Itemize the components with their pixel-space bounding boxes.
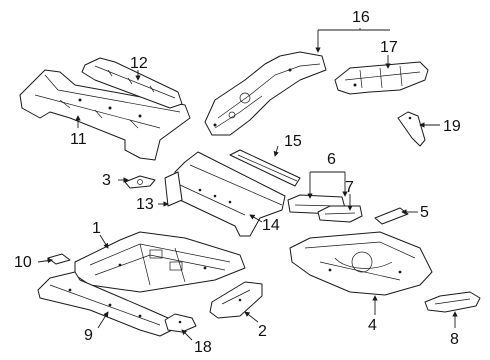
part-11-cross-member	[19, 69, 191, 161]
callout-14: 14	[262, 217, 280, 234]
part-5-bracket	[374, 207, 409, 225]
part-12-upper-panel	[81, 57, 183, 109]
part-10-patch	[47, 253, 71, 265]
callout-9: 9	[84, 327, 93, 344]
part-2-floor-section	[209, 281, 263, 319]
callout-1: 1	[92, 220, 101, 237]
callout-12: 12	[130, 55, 148, 72]
part-8-rear-panel	[424, 291, 481, 313]
callout-5: 5	[420, 204, 429, 221]
part-17-side-member-extension	[334, 61, 429, 95]
part-4-rear-floor	[289, 231, 433, 296]
callout-2: 2	[258, 323, 267, 340]
callout-16: 16	[352, 9, 370, 26]
callout-15: 15	[284, 133, 302, 150]
callout-4: 4	[368, 317, 377, 334]
part-1-floor-pan	[74, 231, 246, 293]
part-16-side-member	[204, 51, 327, 136]
callout-7: 7	[345, 179, 354, 196]
callout-19: 19	[443, 118, 461, 135]
callout-10: 10	[14, 254, 32, 271]
part-3-clip	[124, 175, 156, 189]
callout-18: 18	[194, 339, 212, 356]
callout-11: 11	[70, 131, 87, 148]
part-19-bracket	[397, 111, 426, 147]
part-15-reinforcement	[229, 149, 301, 187]
callout-3: 3	[102, 172, 111, 189]
part-18-bracket	[164, 313, 197, 333]
leader-lines	[37, 28, 458, 341]
callout-8: 8	[450, 331, 459, 348]
callout-13: 13	[136, 196, 154, 213]
callout-labels: 16 17 12 11 19 15 3 13 14 6 7 5 1 10 2 4…	[14, 9, 461, 356]
part-13-bracket	[164, 171, 183, 207]
callout-6: 6	[327, 151, 336, 168]
callout-17: 17	[380, 39, 398, 56]
part-7-small-pan	[317, 205, 363, 223]
